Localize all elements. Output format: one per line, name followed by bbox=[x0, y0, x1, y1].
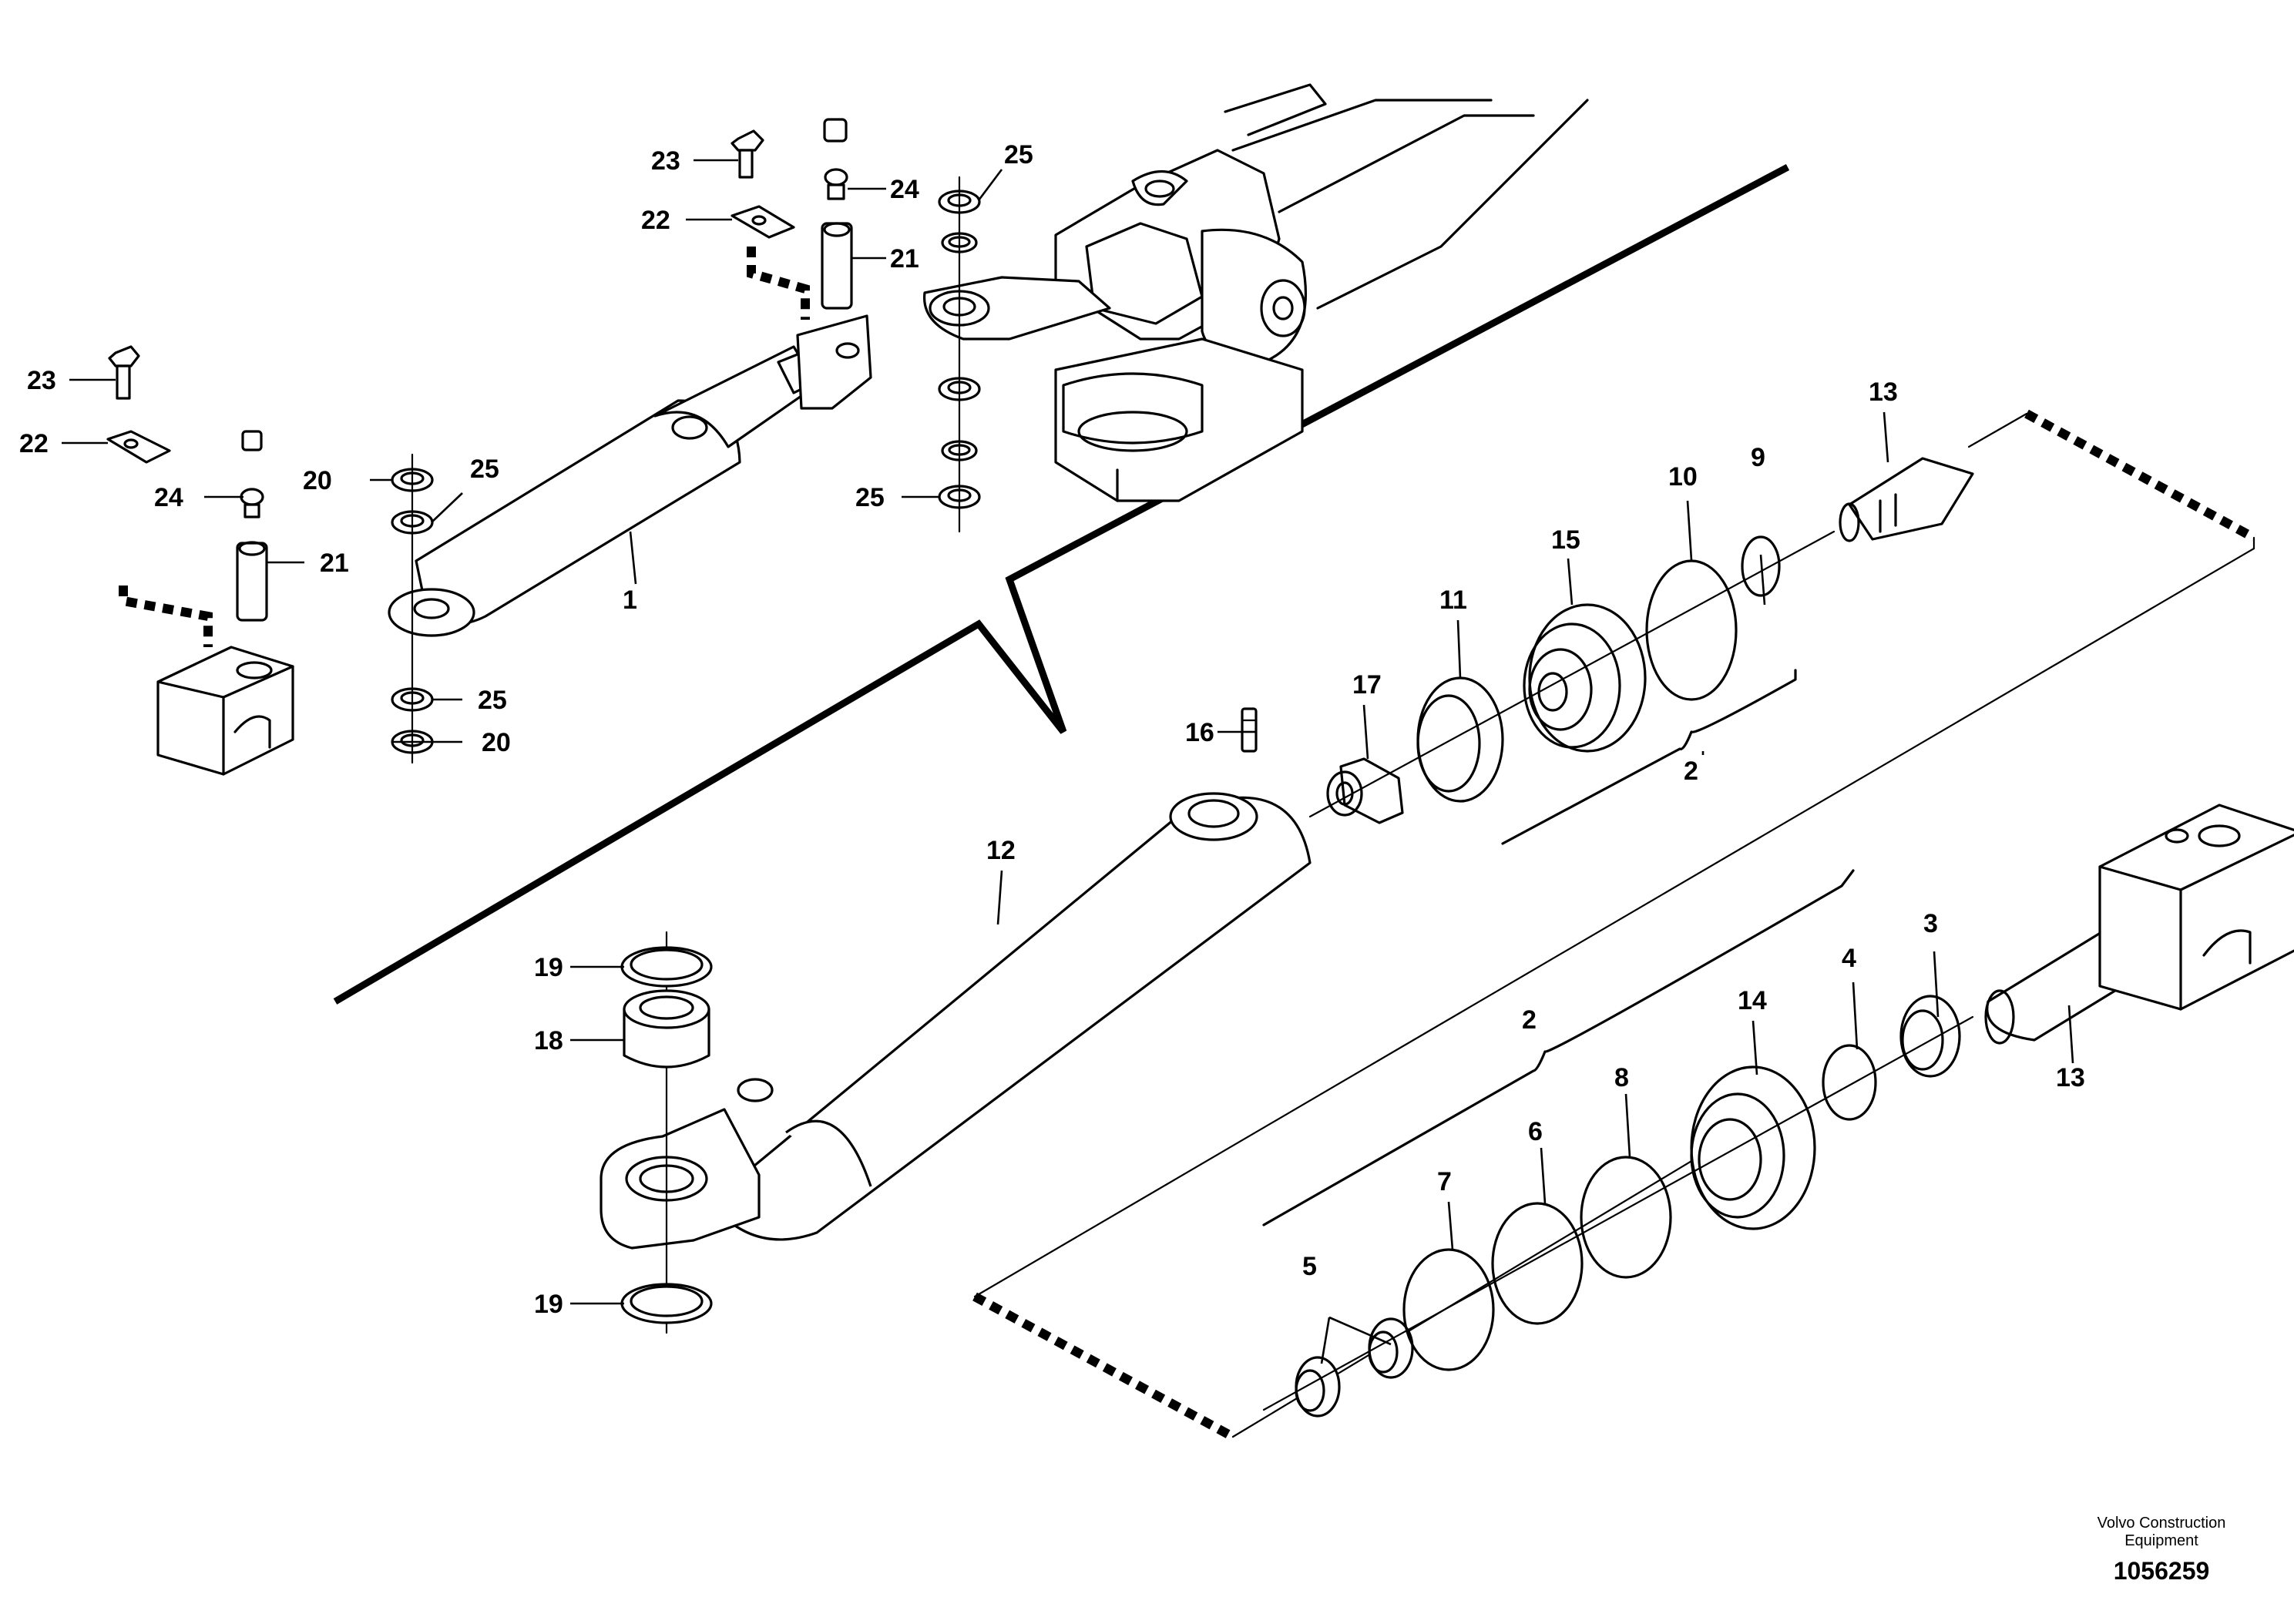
callout-22-top: 22 bbox=[641, 206, 670, 235]
callout-21-left: 21 bbox=[320, 549, 349, 578]
callout-24-top: 24 bbox=[890, 175, 919, 204]
callout-7: 7 bbox=[1437, 1167, 1452, 1196]
callout-19-bottom: 19 bbox=[534, 1290, 563, 1319]
brand-line-2: Equipment bbox=[2124, 1532, 2198, 1549]
drawing-number: 1056259 bbox=[2114, 1557, 2210, 1585]
callout-23-left: 23 bbox=[27, 366, 56, 395]
callout-8: 8 bbox=[1614, 1063, 1629, 1092]
callout-12: 12 bbox=[986, 836, 1016, 865]
callout-25-mid: 25 bbox=[478, 686, 507, 715]
callout-25-left: 25 bbox=[470, 455, 499, 484]
callout-15: 15 bbox=[1551, 525, 1580, 555]
small-cylinder-1 bbox=[388, 314, 872, 637]
pin-block bbox=[156, 646, 294, 776]
callout-2-upper: 2 bbox=[1684, 757, 1698, 786]
callout-14: 14 bbox=[1738, 986, 1767, 1015]
callout-3: 3 bbox=[1923, 909, 1938, 938]
callout-2-lower: 2 bbox=[1522, 1005, 1537, 1035]
large-cylinder-12 bbox=[600, 457, 1974, 1334]
callout-21-top: 21 bbox=[890, 244, 919, 273]
callout-13-lower: 13 bbox=[2056, 1063, 2085, 1092]
callout-25-upper: 25 bbox=[1004, 140, 1033, 169]
drawing-footer: Volvo Construction Equipment 1056259 bbox=[2098, 1515, 2226, 1585]
callout-1: 1 bbox=[623, 586, 637, 615]
callout-20-top: 20 bbox=[303, 466, 332, 495]
brand-line-1: Volvo Construction bbox=[2098, 1515, 2226, 1532]
leader-lines bbox=[62, 159, 2074, 1364]
callout-24-left: 24 bbox=[154, 483, 183, 512]
bracket-2 bbox=[1262, 669, 1855, 1226]
callout-5: 5 bbox=[1302, 1252, 1317, 1281]
callout-19-top: 19 bbox=[534, 953, 563, 982]
frame-seals bbox=[938, 176, 981, 533]
machine-frame bbox=[923, 83, 1589, 502]
callout-6: 6 bbox=[1528, 1117, 1543, 1146]
top-fasteners bbox=[731, 118, 853, 310]
cylinder1-seals bbox=[391, 453, 434, 764]
callout-22-left: 22 bbox=[19, 429, 49, 458]
callout-11: 11 bbox=[1439, 586, 1467, 615]
callout-10: 10 bbox=[1668, 462, 1698, 492]
cylinder12-seals bbox=[620, 946, 713, 1324]
callout-18: 18 bbox=[534, 1026, 563, 1055]
left-fasteners bbox=[106, 345, 268, 622]
callout-labels: 1 2 2 3 4 5 6 7 8 9 10 11 12 13 13 14 15… bbox=[19, 140, 2085, 1319]
callout-25-right: 25 bbox=[855, 483, 885, 512]
lower-piston-parts bbox=[1262, 804, 2294, 1418]
callout-16: 16 bbox=[1185, 718, 1214, 747]
callout-23-top: 23 bbox=[651, 146, 680, 176]
callout-13-upper: 13 bbox=[1869, 377, 1898, 407]
callout-17: 17 bbox=[1352, 670, 1382, 700]
callout-4: 4 bbox=[1842, 944, 1856, 973]
callout-9: 9 bbox=[1751, 443, 1765, 472]
callout-20-bottom: 20 bbox=[482, 728, 511, 757]
